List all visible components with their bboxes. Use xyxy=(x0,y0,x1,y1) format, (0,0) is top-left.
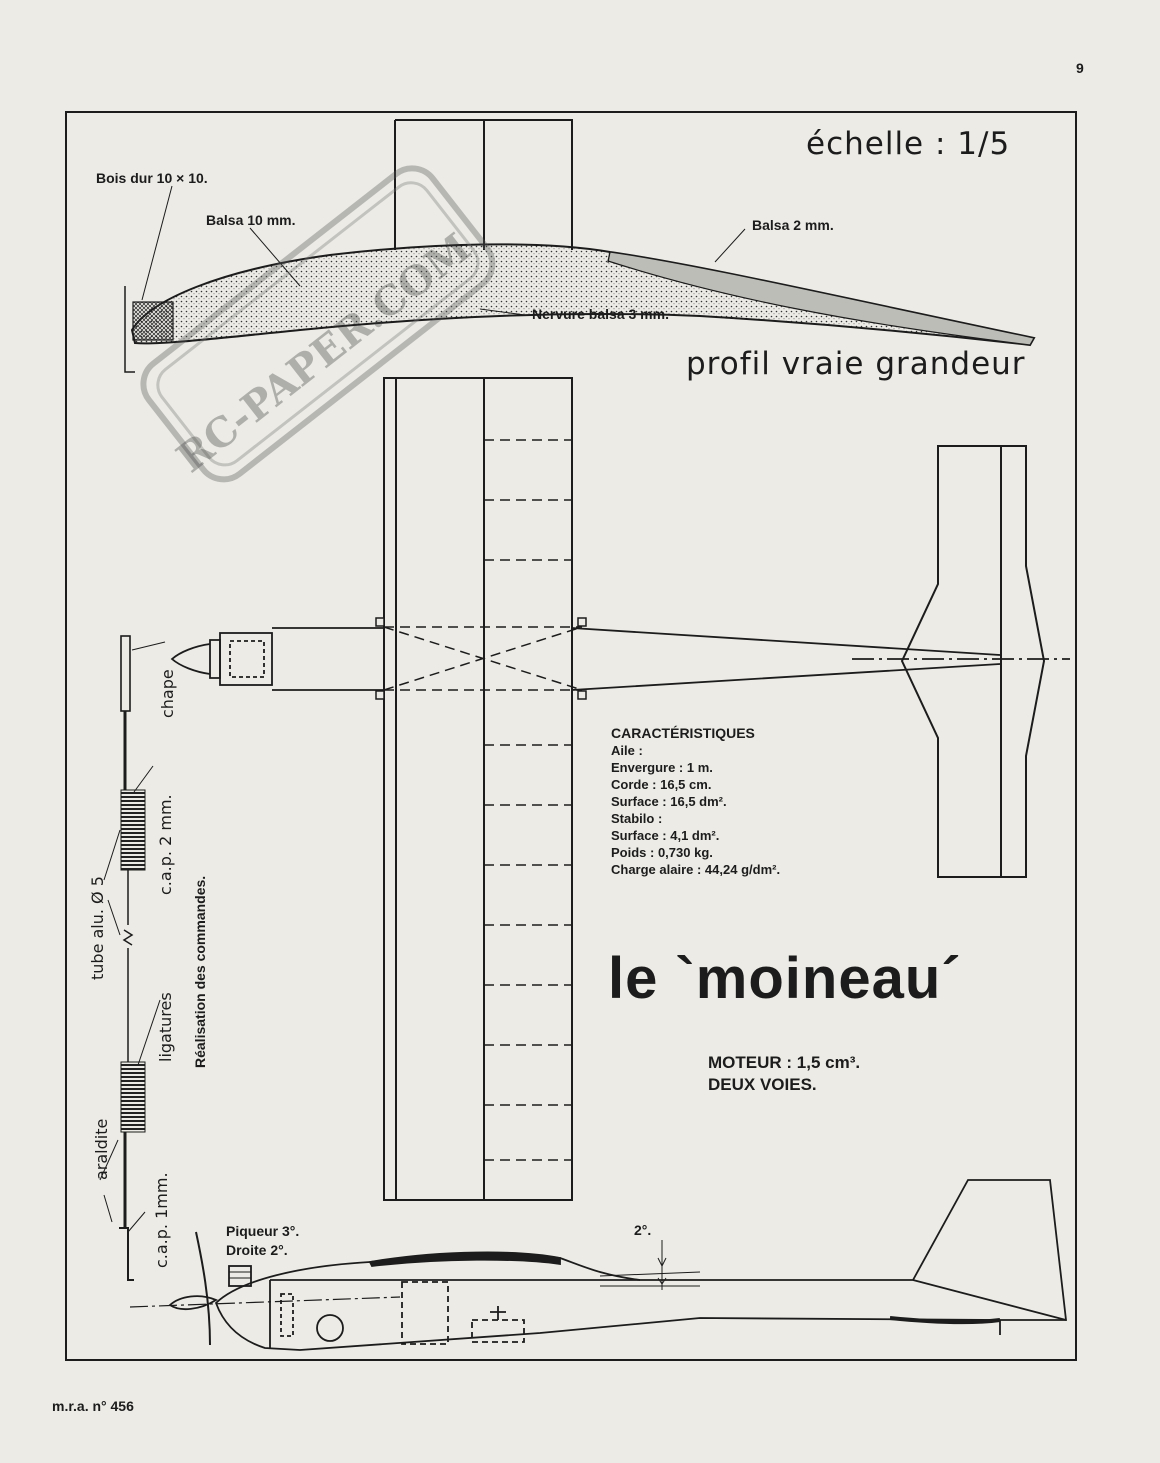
wing-ribs xyxy=(383,439,583,1161)
specifications-heading: CARACTÉRISTIQUES xyxy=(611,725,755,741)
callout-balsa-2: Balsa 2 mm. xyxy=(752,217,834,233)
specifications-block: CARACTÉRISTIQUES Aile : Envergure : 1 m.… xyxy=(611,725,780,878)
label-tube-alu: tube alu. Ø 5 xyxy=(88,876,107,980)
motor-line: MOTEUR : 1,5 cm³. xyxy=(708,1053,861,1072)
issue-footer: m.r.a. n° 456 xyxy=(52,1398,134,1414)
spec-line: Envergure : 1 m. xyxy=(611,760,713,775)
label-ligatures: ligatures xyxy=(156,992,175,1062)
spec-line: Aile : xyxy=(611,743,643,758)
downthrust-label: Piqueur 3°. xyxy=(226,1223,300,1239)
stabilizer-planform xyxy=(900,445,1046,878)
controls-title: Réalisation des commandes. xyxy=(192,875,208,1068)
side-view xyxy=(129,1179,1068,1351)
spec-line: Poids : 0,730 kg. xyxy=(611,845,713,860)
profile-label: profil vraie grandeur xyxy=(686,346,1026,382)
incidence-angle-label: 2°. xyxy=(634,1222,652,1238)
spec-line: Surface : 4,1 dm². xyxy=(611,828,720,843)
label-cap-1mm: c.a.p. 1mm. xyxy=(152,1172,171,1268)
label-araldite: araldite xyxy=(92,1118,111,1180)
fuselage-top-view xyxy=(170,627,1070,691)
wing-planform xyxy=(383,377,573,1201)
control-rod xyxy=(99,635,166,1281)
callout-hardwood: Bois dur 10 × 10. xyxy=(96,170,208,186)
airfoil-profile xyxy=(124,185,1036,373)
motor-block: MOTEUR : 1,5 cm³. DEUX VOIES. xyxy=(708,1052,860,1096)
fuselage-top-stub xyxy=(394,119,573,250)
spec-line: Surface : 16,5 dm². xyxy=(611,794,727,809)
rightthrust-label: Droite 2°. xyxy=(226,1242,288,1258)
channels-line: DEUX VOIES. xyxy=(708,1075,817,1094)
thrust-angles: Piqueur 3°. Droite 2°. xyxy=(226,1222,299,1260)
watermark-stamp xyxy=(140,165,496,483)
callout-balsa-10: Balsa 10 mm. xyxy=(206,212,296,228)
spec-line: Stabilo : xyxy=(611,811,663,826)
model-title: le `moineau´ xyxy=(608,946,962,1011)
spec-line: Corde : 16,5 cm. xyxy=(611,777,712,792)
page-frame xyxy=(65,111,1077,1361)
label-chape: chape xyxy=(158,669,177,718)
page-number: 9 xyxy=(1076,60,1084,76)
wing-bands xyxy=(375,617,587,700)
spec-line: Charge alaire : 44,24 g/dm². xyxy=(611,862,781,877)
callout-rib: Nervure balsa 3 mm. xyxy=(532,306,669,322)
scale-label: échelle : 1/5 xyxy=(806,126,1011,162)
label-cap-2mm: c.a.p. 2 mm. xyxy=(156,794,175,895)
